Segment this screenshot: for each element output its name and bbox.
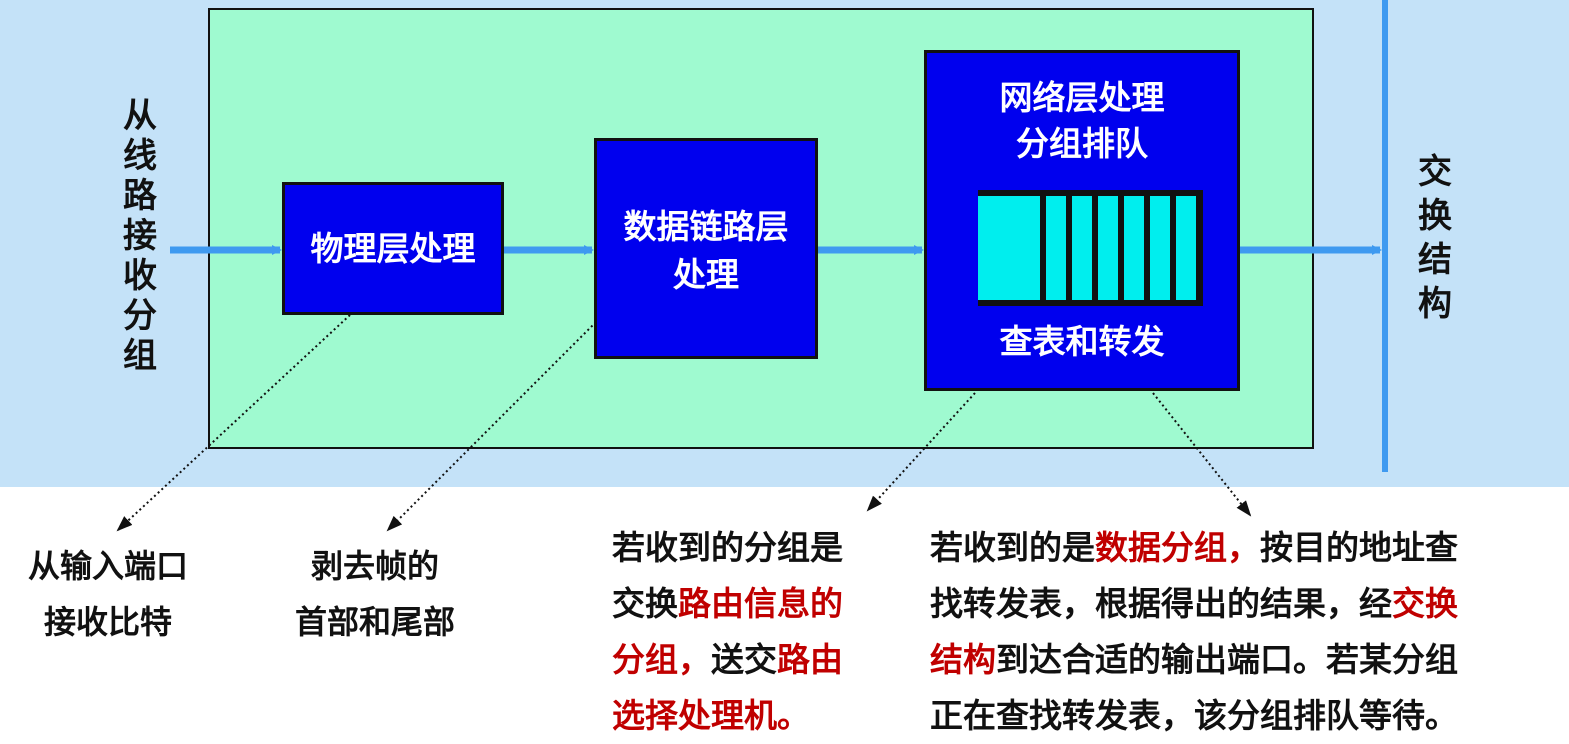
network-line-2: 分组排队 (1016, 124, 1148, 163)
left-label: 从线路接收分组 (123, 96, 157, 376)
annotation-line: 若收到的是数据分组，按目的地址查 (930, 520, 1458, 576)
text-segment: 找转发表，根据得出的结果，经 (930, 584, 1392, 623)
highlight-text: 结构 (930, 640, 996, 679)
routing-packet-annotation: 若收到的分组是交换路由信息的分组，送交路由选择处理机。 (612, 520, 843, 744)
queue-cell (1098, 196, 1118, 300)
right-label: 交换结构 (1418, 152, 1452, 324)
annotation-line: 从输入端口 (27, 547, 188, 585)
highlight-text: 路由 (777, 640, 843, 679)
annotation-line: 剥去帧的 (310, 547, 439, 585)
datalink-line-2: 处理 (673, 255, 739, 294)
data-packet-annotation: 若收到的是数据分组，按目的地址查找转发表，根据得出的结果，经交换结构到达合适的输… (930, 520, 1458, 744)
packet-queue (978, 190, 1203, 306)
highlight-text: 选择处理机。 (612, 696, 810, 735)
annotation-line: 选择处理机。 (612, 688, 843, 744)
highlight-text: 分组， (612, 640, 711, 679)
text-segment: 若收到的是 (930, 528, 1095, 567)
text-segment: 按目的地址查 (1260, 528, 1458, 567)
text-segment: 正在查找转发表，该分组排队等待。 (930, 696, 1458, 735)
datalink-line-1: 数据链路层 (623, 207, 789, 246)
lookup-label: 查表和转发 (999, 322, 1165, 361)
annotation-line: 交换路由信息的 (612, 576, 843, 632)
annotation-line: 分组，送交路由 (612, 632, 843, 688)
network-line-1: 网络层处理 (999, 78, 1165, 117)
annotation-line: 首部和尾部 (294, 603, 455, 641)
annotation-line: 接收比特 (43, 603, 172, 641)
input-port-annotation: 从输入端口 接收比特 (0, 538, 216, 650)
queue-cell (1176, 196, 1196, 300)
queue-cell (1046, 196, 1066, 300)
text-segment: 交换 (612, 584, 678, 623)
highlight-text: 路由信息的 (678, 584, 843, 623)
queue-cell (1150, 196, 1170, 300)
queue-cell (1124, 196, 1144, 300)
text-segment: 若收到的分组是 (612, 528, 843, 567)
physical-layer-box: 物理层处理 (282, 182, 504, 315)
strip-annotation: 剥去帧的 首部和尾部 (265, 538, 485, 650)
queue-cell (978, 196, 1040, 300)
text-segment: 送交 (711, 640, 777, 679)
pointer-data (1152, 392, 1252, 517)
annotation-line: 找转发表，根据得出的结果，经交换 (930, 576, 1458, 632)
text-segment: 到达合适的输出端口。若某分组 (996, 640, 1458, 679)
datalink-layer-box: 数据链路层 处理 (594, 138, 818, 359)
annotation-line: 结构到达合适的输出端口。若某分组 (930, 632, 1458, 688)
highlight-text: 数据分组， (1095, 528, 1260, 567)
annotation-line: 若收到的分组是 (612, 520, 843, 576)
pointer-routing (866, 392, 976, 512)
annotation-line: 正在查找转发表，该分组排队等待。 (930, 688, 1458, 744)
pointer-strip (386, 321, 597, 532)
queue-cell (1072, 196, 1092, 300)
highlight-text: 交换 (1392, 584, 1458, 623)
